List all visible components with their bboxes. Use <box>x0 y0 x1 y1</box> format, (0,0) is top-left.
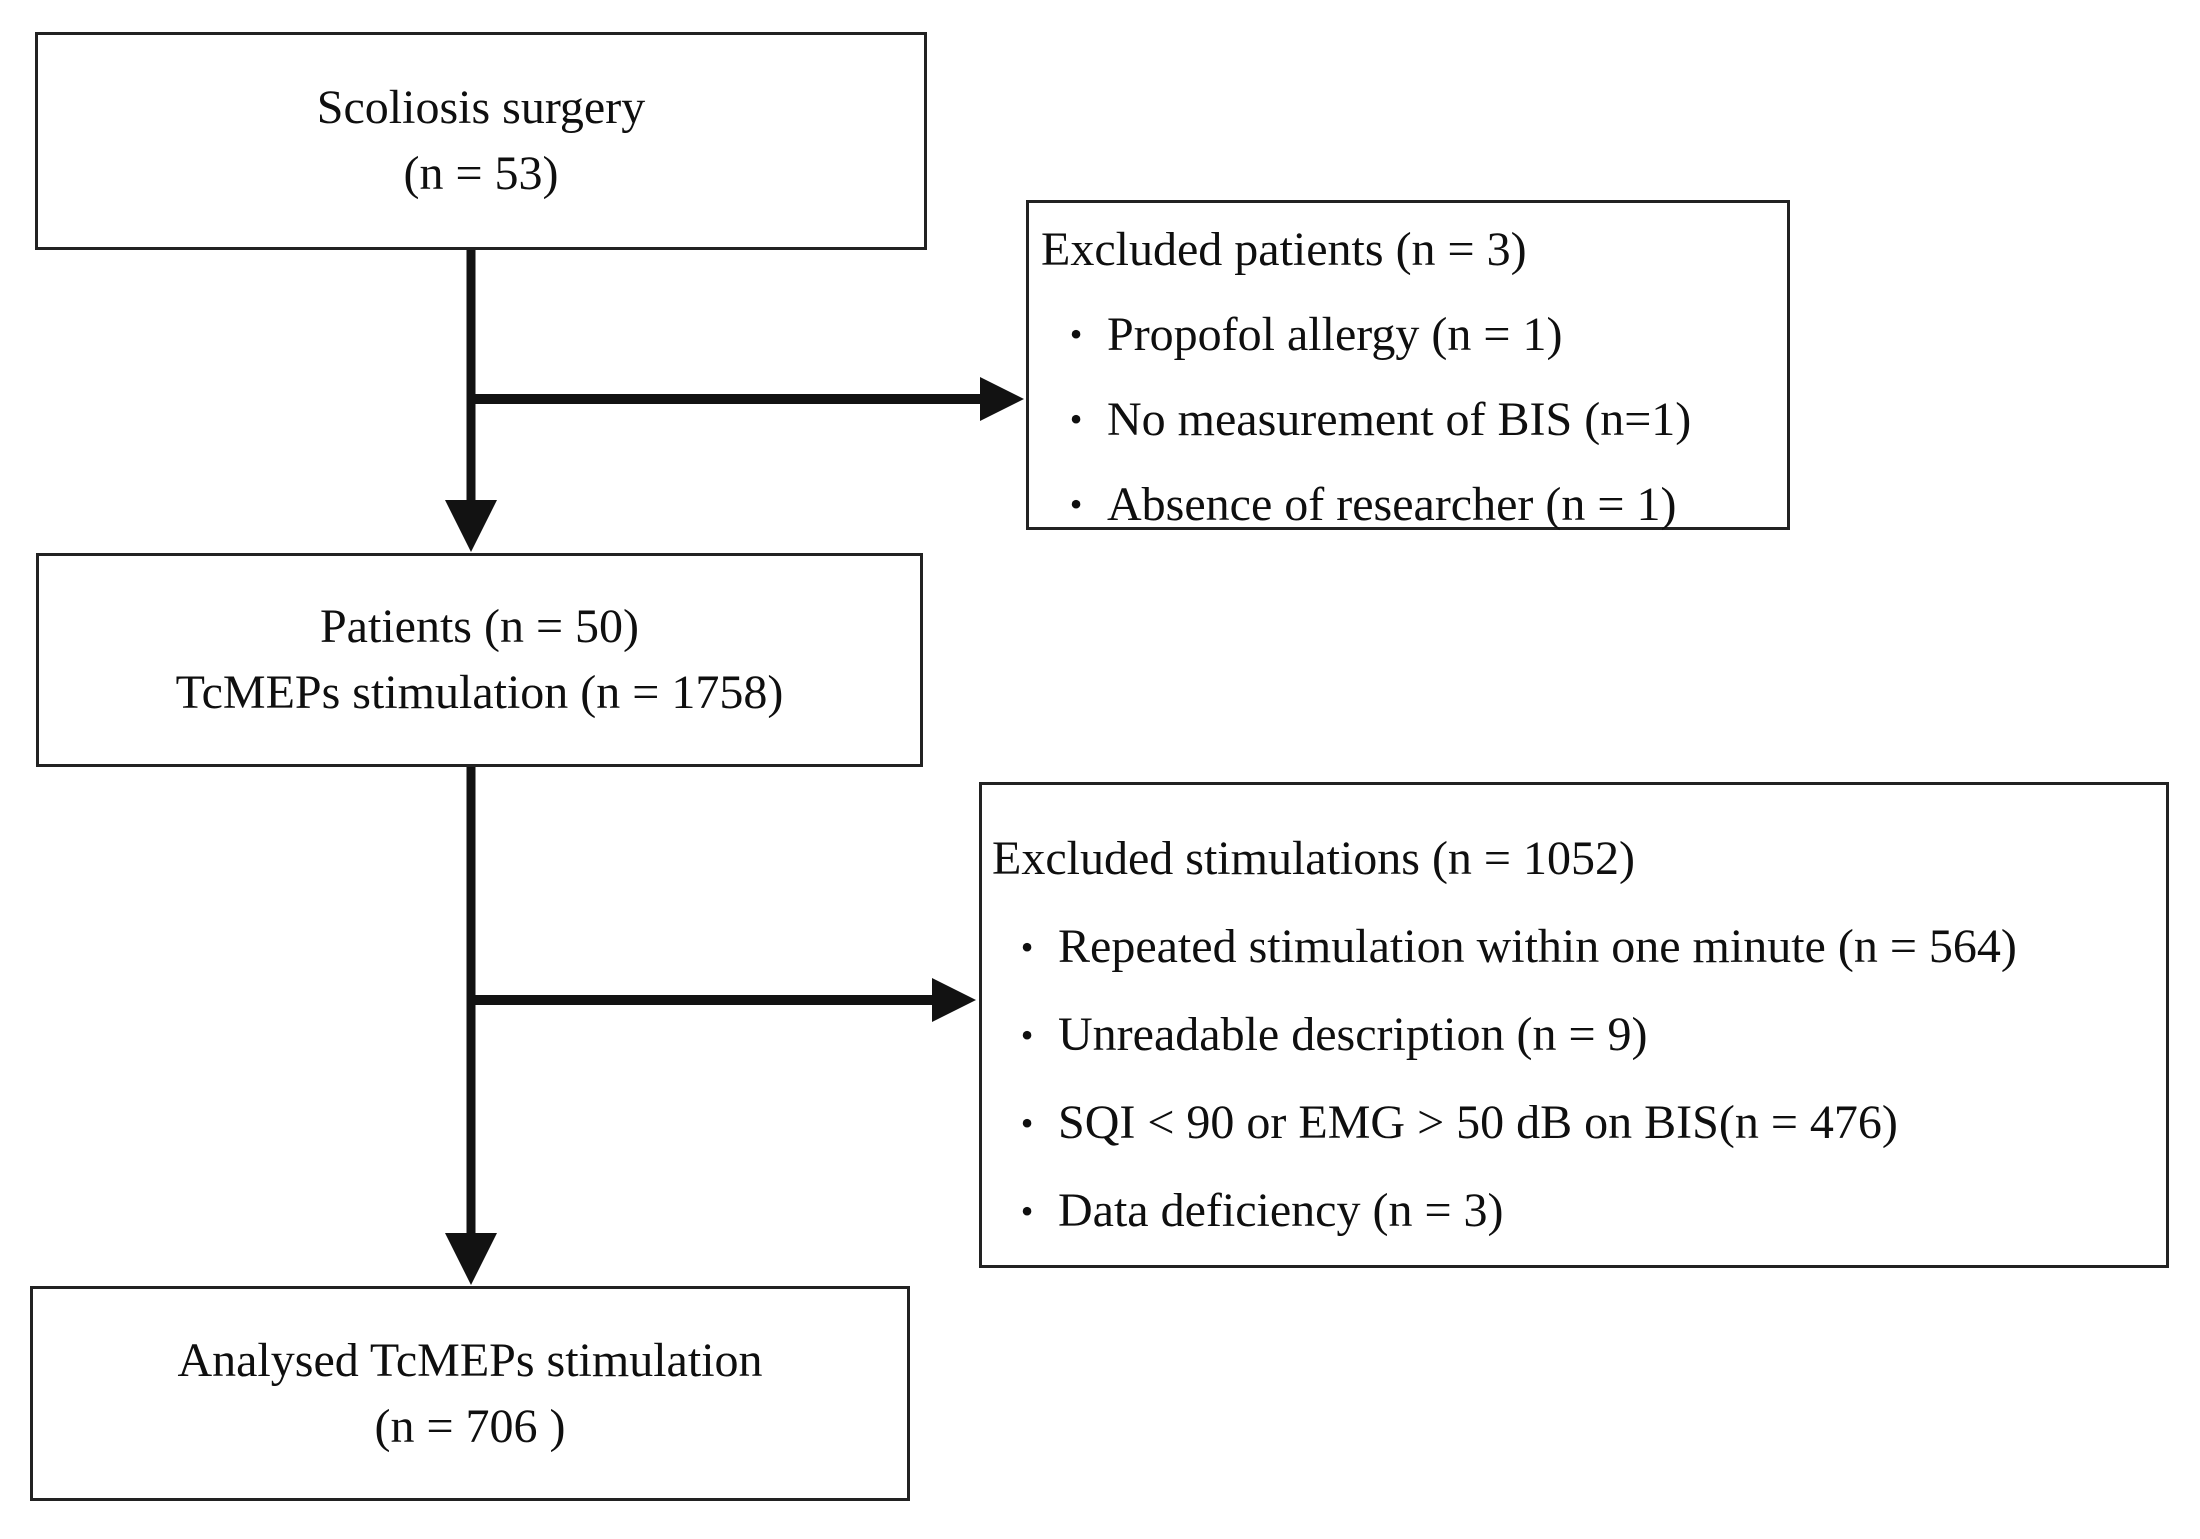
box-count-line: (n = 706 ) <box>374 1399 566 1453</box>
bullet-icon: • <box>1020 927 1034 967</box>
exclusion-item-text: Data deficiency (n = 3) <box>1058 1184 1504 1237</box>
exclusion-item: • No measurement of BIS (n=1) <box>1041 377 1779 462</box>
bullet-icon: • <box>1069 314 1083 354</box>
arrow-patients-to-analysed <box>445 767 497 1285</box>
box-scoliosis-surgery: Scoliosis surgery (n = 53) <box>35 32 927 250</box>
box-text-line: Patients (n = 50) <box>319 600 640 653</box>
arrow-to-excluded-patients <box>471 377 1024 421</box>
bullet-icon: • <box>1020 1191 1034 1231</box>
box-text-line: Scoliosis surgery <box>316 81 646 134</box>
bullet-icon: • <box>1020 1015 1034 1055</box>
exclusion-item: • Propofol allergy (n = 1) <box>1041 292 1779 377</box>
exclusion-item: • Repeated stimulation within one minute… <box>992 903 2158 991</box>
exclusion-item: • SQI < 90 or EMG > 50 dB on BIS(n = 476… <box>992 1079 2158 1167</box>
exclusion-item: • Absence of researcher (n = 1) <box>1041 462 1779 547</box>
exclusion-item-text: SQI < 90 or EMG > 50 dB on BIS(n = 476) <box>1058 1096 1898 1149</box>
box-analysed-stimulation: Analysed TcMEPs stimulation (n = 706 ) <box>30 1286 910 1501</box>
excluded-patients-title: Excluded patients (n = 3) <box>1041 223 1527 276</box>
box-excluded-patients: Excluded patients (n = 3) • Propofol all… <box>1026 200 1790 531</box>
box-text-line: Analysed TcMEPs stimulation <box>177 1333 763 1387</box>
excluded-stimulations-title: Excluded stimulations (n = 1052) <box>992 832 1635 885</box>
arrow-head-right-icon <box>980 377 1024 421</box>
exclusion-item-text: Unreadable description (n = 9) <box>1058 1008 1648 1061</box>
arrow-scoliosis-to-patients <box>445 250 497 552</box>
box-text-line: TcMEPs stimulation (n = 1758) <box>175 666 784 719</box>
exclusion-item-text: Propofol allergy (n = 1) <box>1107 308 1563 361</box>
exclusion-item: • Data deficiency (n = 3) <box>992 1167 2158 1255</box>
exclusion-item-text: Absence of researcher (n = 1) <box>1107 478 1677 531</box>
arrow-to-excluded-stimulations <box>471 978 976 1022</box>
arrow-head-right-icon <box>932 978 976 1022</box>
exclusion-item-text: No measurement of BIS (n=1) <box>1107 393 1692 446</box>
arrow-head-down-icon <box>445 1233 497 1285</box>
exclusion-item: • Unreadable description (n = 9) <box>992 991 2158 1079</box>
bullet-icon: • <box>1069 399 1083 439</box>
exclusion-item-text: Repeated stimulation within one minute (… <box>1058 920 2017 973</box>
arrow-head-down-icon <box>445 500 497 552</box>
box-patients: Patients (n = 50) TcMEPs stimulation (n … <box>36 553 923 767</box>
box-excluded-stimulations: Excluded stimulations (n = 1052) • Repea… <box>979 782 2169 1268</box>
box-count-line: (n = 53) <box>403 147 559 200</box>
bullet-icon: • <box>1020 1103 1034 1143</box>
bullet-icon: • <box>1069 484 1083 524</box>
